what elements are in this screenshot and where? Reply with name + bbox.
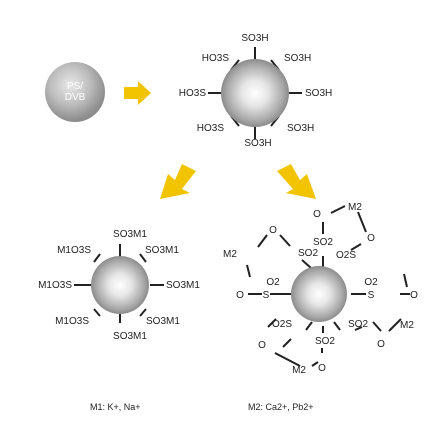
group-top: SO3H — [241, 33, 268, 44]
m1-group-top-right: SO3M1 — [145, 245, 179, 256]
arrow-down-left-icon — [160, 164, 196, 199]
m2-particle: M2 O O SO2 O M2 SO2 O2S O S O2 O2 S O O2… — [223, 202, 418, 376]
o-bl: O — [258, 340, 266, 351]
m1-group-bottom: SO3M1 — [113, 331, 147, 342]
so2-tl: SO2 — [298, 248, 318, 259]
group-left: HO3S — [179, 88, 207, 99]
so2-top: SO2 — [313, 237, 333, 248]
m2-label-bottom: M2 — [292, 365, 306, 376]
m1-particle: SO3M1 M1O3S SO3M1 M1O3S SO3M1 M1O3S SO3M… — [38, 229, 200, 342]
o2s-top: O2S — [336, 250, 356, 261]
caption-m1: M1: K+, Na+ — [90, 402, 141, 412]
group-bottom: SO3H — [244, 138, 271, 149]
m1-group-bottom-right: SO3M1 — [146, 316, 180, 327]
arrow-right-icon — [124, 81, 151, 105]
group-top-right: SO3H — [284, 53, 311, 64]
so2-bc: SO2 — [315, 336, 335, 347]
m2-label-tl: M2 — [223, 249, 237, 260]
o2-right: O2 — [364, 277, 378, 288]
o-top-right: O — [367, 233, 375, 244]
m1-group-top: SO3M1 — [113, 229, 147, 240]
caption-m2: M2: Ca2+, Pb2+ — [248, 402, 314, 412]
m1-group-top-left: M1O3S — [57, 245, 91, 256]
m1-group-bottom-left: M1O3S — [55, 316, 89, 327]
o-top-left: O — [313, 209, 321, 220]
o-bottom: O — [318, 363, 326, 374]
m1-group-left: M1O3S — [38, 280, 72, 291]
group-bottom-right: SO3H — [287, 123, 314, 134]
arrow-down-right-icon — [277, 164, 316, 199]
o-tl: O — [269, 225, 277, 236]
so2-br: SO2 — [348, 319, 368, 330]
o-right: O — [410, 290, 418, 301]
o2s-bl: O2S — [272, 319, 292, 330]
psdvb-bead: PS/ DVB — [45, 62, 105, 122]
group-bottom-left: HO3S — [197, 123, 225, 134]
sulfonated-particle: SO3H HO3S SO3H HO3S SO3H HO3S SO3H SO3H — [179, 33, 332, 149]
m2-label-right: M2 — [400, 320, 414, 331]
bead-label-line1: PS/ — [67, 81, 83, 92]
o2-left: O2 — [266, 277, 280, 288]
bead-label-line2: DVB — [65, 92, 86, 103]
s-right: S — [368, 290, 375, 301]
o-br: O — [377, 339, 385, 350]
group-right: SO3H — [305, 88, 332, 99]
m2-label-top: M2 — [348, 202, 362, 213]
o-left: O — [236, 290, 244, 301]
group-top-left: HO3S — [202, 53, 230, 64]
m1-group-right: SO3M1 — [166, 280, 200, 291]
s-left: S — [263, 290, 270, 301]
